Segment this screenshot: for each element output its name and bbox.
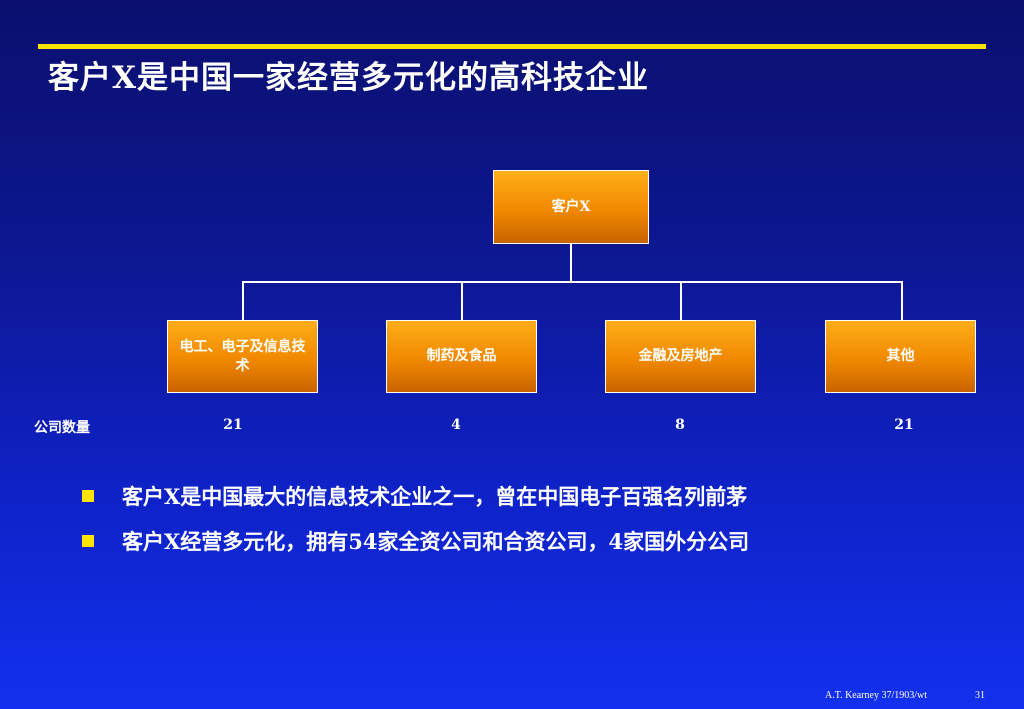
org-child-finance-realestate: 金融及房地产 — [605, 320, 756, 393]
connector-child-2 — [461, 281, 463, 320]
org-child-label: 制药及食品 — [426, 348, 497, 364]
page-title: 客户X是中国一家经营多元化的高科技企业 — [48, 60, 650, 96]
company-count-2: 4 — [451, 417, 461, 433]
org-child-label: 其他 — [886, 348, 915, 364]
org-child-pharma-food: 制药及食品 — [386, 320, 537, 393]
org-child-label: 电工、电子及信息技术 — [179, 338, 306, 374]
company-count-3: 8 — [675, 417, 685, 433]
bullet-item: 客户X经营多元化，拥有54家全资公司和合资公司，4家国外分公司 — [82, 525, 749, 557]
org-root-label: 客户X — [551, 198, 591, 215]
bullet-square-icon — [82, 490, 94, 502]
company-count-4: 21 — [894, 417, 914, 433]
org-child-other: 其他 — [825, 320, 976, 393]
title-underline — [38, 44, 986, 49]
connector-root-vertical — [570, 244, 572, 282]
bullet-item: 客户X是中国最大的信息技术企业之一，曾在中国电子百强名列前茅 — [82, 480, 749, 512]
footer-page-number: 31 — [975, 690, 985, 701]
org-root-box: 客户X — [493, 170, 649, 244]
org-child-label: 金融及房地产 — [638, 348, 723, 364]
bullet-text: 客户X是中国最大的信息技术企业之一，曾在中国电子百强名列前茅 — [122, 484, 748, 509]
bullet-square-icon — [82, 535, 94, 547]
connector-child-1 — [242, 281, 244, 320]
company-count-label: 公司数量 — [34, 420, 90, 436]
company-count-1: 21 — [223, 417, 243, 433]
bullet-list: 客户X是中国最大的信息技术企业之一，曾在中国电子百强名列前茅 客户X经营多元化，… — [82, 480, 749, 570]
org-child-electrical-it: 电工、电子及信息技术 — [167, 320, 318, 393]
footer-source: A.T. Kearney 37/1903/wt — [825, 690, 928, 701]
connector-child-3 — [680, 281, 682, 320]
bullet-text: 客户X经营多元化，拥有54家全资公司和合资公司，4家国外分公司 — [122, 529, 750, 554]
connector-horizontal — [242, 281, 903, 283]
connector-child-4 — [901, 281, 903, 320]
